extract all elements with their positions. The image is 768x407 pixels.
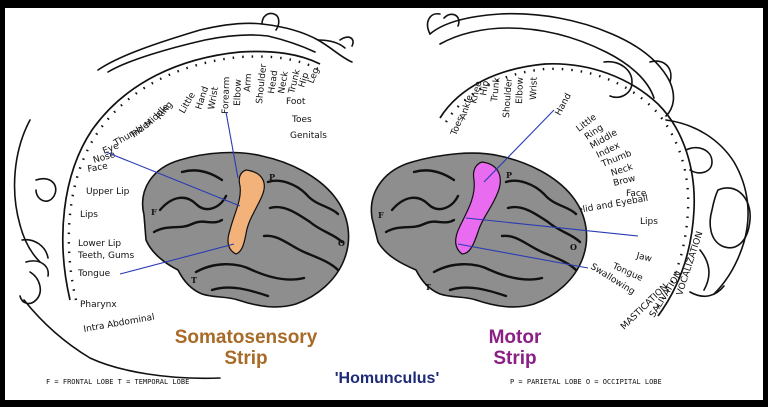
sensory-label-face: Face <box>87 161 109 174</box>
sensory-figure <box>13 12 354 380</box>
sensory-foot-icon <box>317 36 354 49</box>
sensory-label-forearm: Forearm <box>221 77 232 115</box>
sensory-label-arm: Arm <box>243 73 254 92</box>
motor-label-elbow: Elbow <box>515 77 526 104</box>
sensory-lips-icon <box>21 238 50 277</box>
motor-brain-letter-f: F <box>378 210 384 220</box>
sensory-pointer-tongue <box>119 243 235 275</box>
sensory-brain-letter-o: O <box>338 238 345 248</box>
motor-caption-line2: Strip <box>493 348 536 369</box>
sensory-label-elbow: Elbow <box>233 79 244 106</box>
sensory-label-foot: Foot <box>286 97 306 107</box>
motor-foot-icon <box>426 12 460 35</box>
sensory-body-outline <box>97 22 353 71</box>
motor-strip-highlight <box>455 161 501 255</box>
sensory-label-lower-lip: Lower Lip <box>78 239 121 249</box>
sensory-caption-line1: Somatosensory <box>175 327 318 348</box>
motor-caption-line1: Motor <box>489 327 542 348</box>
sensory-label-teeth-gums: Teeth, Gums <box>77 251 134 261</box>
motor-eye-icon <box>685 146 713 174</box>
sensory-label-toes: Toes <box>291 115 312 125</box>
motor-label-shoulder: Shoulder <box>502 77 515 118</box>
motor-figure <box>426 12 751 298</box>
diagram-title: 'Homunculus' <box>335 370 440 387</box>
footer-right-legend: P = PARIETAL LOBE O = OCCIPITAL LOBE <box>510 378 662 386</box>
motor-label-jaw: Jaw <box>634 251 652 265</box>
motor-body-outline <box>429 12 675 117</box>
sensory-label-hip: Hip <box>297 71 311 89</box>
motor-label-lips: Lips <box>640 217 658 227</box>
motor-pointer-hand <box>483 109 555 183</box>
motor-brain-letter-o: O <box>570 242 577 252</box>
sensory-labels: Genitals Toes Foot Leg Hip Trunk Neck He… <box>77 63 327 335</box>
sensory-brain: F P T O <box>141 151 350 308</box>
sensory-tongue-icon <box>19 271 42 305</box>
motor-brain: F P T O <box>370 152 588 308</box>
sensory-label-tongue: Tongue <box>77 269 111 279</box>
motor-hand-icon <box>603 60 672 98</box>
sensory-label-wrist: Wrist <box>207 86 221 111</box>
sensory-pointer-hand <box>225 111 239 179</box>
sensory-eye-icon <box>35 178 57 202</box>
sensory-body-inner <box>107 34 316 73</box>
sensory-label-lips: Lips <box>80 210 98 220</box>
sensory-brain-letter-f: F <box>151 207 157 217</box>
sensory-label-head: Head <box>267 70 280 95</box>
sensory-label-genitals: Genitals <box>290 131 327 141</box>
sensory-brain-letter-t: T <box>191 275 197 285</box>
motor-label-trunk: Trunk <box>490 76 503 103</box>
sensory-strip-highlight <box>227 169 265 255</box>
motor-pointer-swallowing <box>457 243 589 269</box>
sensory-arc <box>61 50 321 301</box>
footer-left-legend: F = FRONTAL LOBE T = TEMPORAL LOBE <box>46 378 189 386</box>
motor-body-inner <box>439 27 655 99</box>
sensory-label-pharynx: Pharynx <box>80 300 117 310</box>
motor-face-outline <box>665 119 749 295</box>
motor-label-hip: Hip <box>479 80 491 97</box>
motor-arc <box>439 63 696 317</box>
sensory-hand-icon <box>261 12 280 31</box>
sensory-label-shoulder: Shoulder <box>255 63 269 104</box>
motor-label-wrist: Wrist <box>529 76 540 100</box>
motor-brain-letter-t: T <box>425 282 431 292</box>
motor-jaw-icon <box>689 249 725 298</box>
sensory-abdomen-outline <box>23 299 221 380</box>
motor-pointer-lips <box>465 217 639 237</box>
motor-label-face: Face <box>626 189 647 199</box>
sensory-face-outline <box>13 119 41 263</box>
sensory-brain-letter-p: P <box>269 172 275 182</box>
sensory-pointer-face <box>105 151 241 207</box>
motor-brain-letter-p: P <box>506 170 512 180</box>
sensory-label-upper-lip: Upper Lip <box>86 187 130 197</box>
sensory-caption-line2: Strip <box>224 348 267 369</box>
motor-mouth-icon <box>709 187 751 249</box>
sensory-label-neck: Neck <box>277 70 291 95</box>
